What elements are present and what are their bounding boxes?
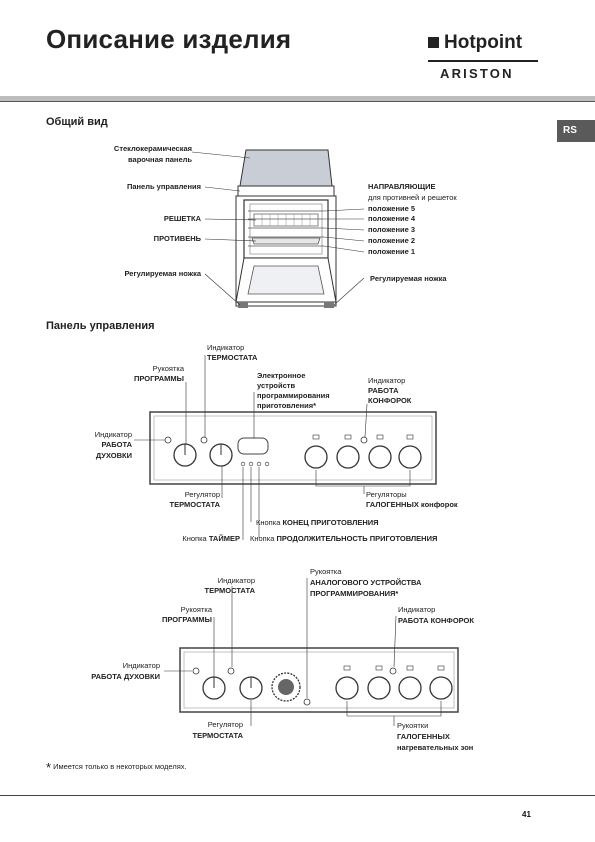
top-thermo-reg-label-2: ТЕРМОСТАТА	[169, 500, 220, 509]
bottom-prog-knob-label-1: Рукоятка	[180, 605, 212, 614]
bottom-oven-ind-label-2: РАБОТА ДУХОВКИ	[91, 672, 160, 681]
label-glass-ceramic-1: Стеклокерамическая	[113, 144, 192, 153]
label-position-5: положение 5	[368, 204, 416, 213]
top-prog-knob-label-2: ПРОГРАММЫ	[134, 374, 184, 383]
label-adjustable-foot-right: Регулируемая ножка	[370, 274, 447, 283]
top-electronic-label-3: программирования	[257, 391, 330, 400]
top-thermo-ind-label-2: ТЕРМОСТАТА	[207, 353, 258, 362]
brand-logo: Hotpoint	[428, 32, 522, 54]
top-end-button-label: Кнопка КОНЕЦ ПРИГОТОВЛЕНИЯ	[256, 518, 379, 528]
label-position-1: положение 1	[368, 247, 416, 256]
top-duration-button-label: Кнопка ПРОДОЛЖИТЕЛЬНОСТЬ ПРИГОТОВЛЕНИЯ	[250, 534, 437, 544]
top-hob-ind-label-1: Индикатор	[368, 376, 406, 385]
label-position-2: положение 2	[368, 236, 416, 245]
top-duration-button-label-1: Кнопка	[250, 534, 275, 543]
label-grill: РЕШЕТКА	[163, 214, 201, 223]
label-position-4: положение 4	[368, 214, 416, 223]
top-halogen-label-1: Регуляторы	[366, 490, 407, 499]
brand-subname: ARISTON	[440, 66, 514, 81]
top-electronic-label-4: приготовления*	[257, 401, 317, 410]
bottom-thermo-ind-label-1: Индикатор	[217, 576, 255, 585]
bottom-oven-ind-label-1: Индикатор	[122, 661, 160, 670]
top-timer-button-label-1: Кнопка	[182, 534, 207, 543]
bottom-analog-label-1: Рукоятка	[310, 567, 342, 576]
brand-name: Hotpoint	[444, 32, 523, 53]
page-title: Описание изделия	[46, 24, 292, 54]
label-guides: НАПРАВЛЯЮЩИЕ	[368, 182, 436, 191]
footnote-mark: *	[46, 760, 52, 775]
brand-divider	[428, 60, 538, 62]
footer-rule	[0, 795, 595, 796]
header-bar	[0, 96, 595, 101]
bottom-hob-ind-label-2: РАБОТА КОНФОРОК	[398, 616, 474, 625]
label-guides-sub: для противней и решеток	[368, 193, 457, 202]
top-prog-knob-label-1: Рукоятка	[152, 364, 184, 373]
label-position-3: положение 3	[368, 225, 416, 234]
language-tab: RS	[557, 120, 595, 142]
footnote: *Имеется только в некоторых моделях.	[46, 760, 187, 775]
top-timer-button-label: Кнопка ТАЙМЕР	[140, 534, 240, 544]
bottom-thermo-reg-label-2: ТЕРМОСТАТА	[192, 731, 243, 740]
top-thermo-reg-label-1: Регулятор	[184, 490, 220, 499]
top-halogen-label-2: ГАЛОГЕННЫХ	[366, 500, 419, 509]
header-rule	[0, 101, 595, 102]
top-electronic-label-1: Электронное	[257, 371, 306, 380]
top-hob-ind-label-3: КОНФОРОК	[368, 396, 412, 405]
top-end-button-label-1: Кнопка	[256, 518, 281, 527]
label-glass-ceramic-2: варочная панель	[128, 155, 192, 164]
bottom-zones-label-1: Рукоятки	[397, 721, 429, 730]
top-timer-button-label-2: ТАЙМЕР	[208, 534, 240, 543]
bottom-zones-label-3: нагревательных зон	[397, 743, 474, 752]
top-oven-ind-label-1: Индикатор	[94, 430, 132, 439]
top-duration-button-label-2: ПРОДОЛЖИТЕЛЬНОСТЬ ПРИГОТОВЛЕНИЯ	[276, 534, 438, 543]
bottom-thermo-ind-label-2: ТЕРМОСТАТА	[204, 586, 255, 595]
bottom-zones-label-2: ГАЛОГЕННЫХ	[397, 732, 450, 741]
brand-square-icon	[428, 37, 439, 48]
top-oven-ind-label-3: ДУХОВКИ	[95, 451, 132, 460]
page-number: 41	[522, 810, 531, 819]
top-halogen-label-3: конфорок	[420, 500, 458, 509]
top-electronic-label-2: устройств	[257, 381, 296, 390]
bottom-prog-knob-label-2: ПРОГРАММЫ	[162, 615, 212, 624]
bottom-analog-label-3: ПРОГРАММИРОВАНИЯ*	[310, 589, 399, 598]
bottom-analog-label-2: АНАЛОГОВОГО УСТРОЙСТВА	[310, 578, 422, 587]
label-adjustable-foot-left: Регулируемая ножка	[124, 269, 201, 278]
top-oven-ind-label-2: РАБОТА	[101, 440, 132, 449]
top-hob-ind-label-2: РАБОТА	[368, 386, 399, 395]
top-end-button-label-2: КОНЕЦ ПРИГОТОВЛЕНИЯ	[282, 518, 379, 527]
top-thermo-ind-label-1: Индикатор	[207, 343, 245, 352]
bottom-thermo-reg-label-1: Регулятор	[207, 720, 243, 729]
label-control-panel: Панель управления	[126, 182, 201, 191]
overview-heading: Общий вид	[46, 116, 108, 128]
bottom-hob-ind-label-1: Индикатор	[398, 605, 436, 614]
panel-heading: Панель управления	[46, 320, 155, 332]
label-tray: ПРОТИВЕНЬ	[153, 234, 201, 243]
footnote-text: Имеется только в некоторых моделях.	[53, 762, 187, 771]
